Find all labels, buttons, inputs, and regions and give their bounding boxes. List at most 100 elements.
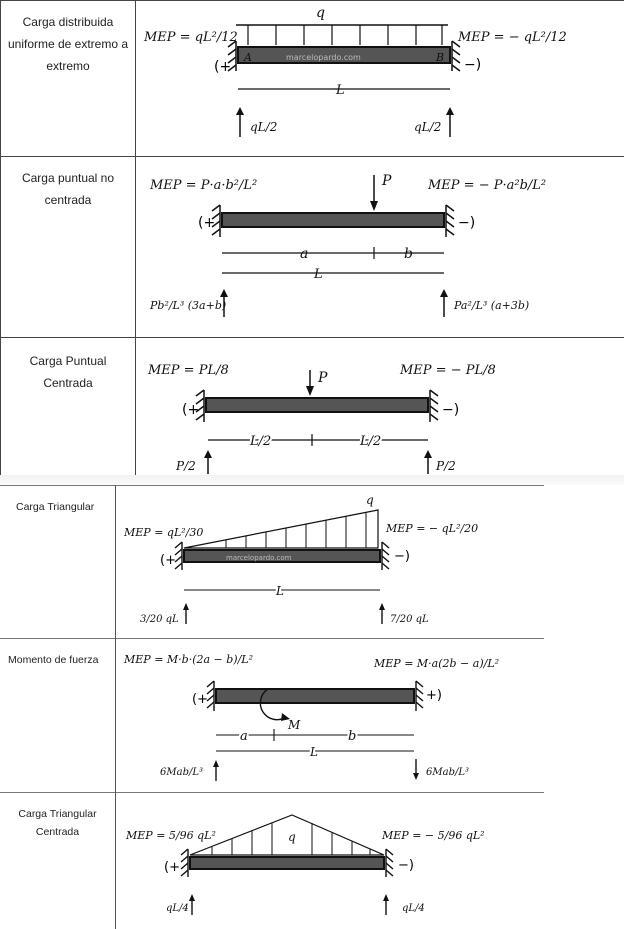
segment-a-label: a	[300, 246, 308, 262]
reaction-left-label: 3/20 qL	[140, 614, 179, 625]
triangular-load-arrows	[226, 512, 366, 548]
right-fixed-support	[416, 681, 423, 711]
triangular-load-outline	[184, 510, 378, 548]
reaction-right-label: 7/20 qL	[390, 614, 429, 625]
load-label: q	[288, 830, 296, 844]
case-label-cell: Momento de fuerza	[0, 639, 116, 793]
table-row: Carga Triangular Centrada MEP = 5/96 qL²…	[0, 793, 544, 929]
moment-plus-sign: (+	[160, 553, 176, 568]
mep-left-label: MEP = PL/8	[147, 363, 229, 378]
load-label: P	[317, 370, 328, 386]
moment-minus-sign: −)	[394, 549, 410, 564]
watermark: marcelopardo.com	[226, 554, 292, 562]
case-label-cell: Carga Puntual Centrada	[1, 338, 136, 485]
beam-cases-table-top: Carga distribuida uniforme de extremo a …	[0, 0, 624, 485]
load-label: q	[316, 5, 325, 21]
moment-plus-sign: (+	[214, 59, 231, 75]
load-label: P	[381, 173, 392, 189]
span-label: L	[275, 584, 284, 598]
mep-right-label: MEP = − qL²/12	[457, 30, 567, 45]
half-span-right-label: L/2	[359, 434, 381, 449]
moment-minus-sign: −)	[464, 57, 481, 73]
moment-plus-sign: (+	[164, 860, 180, 875]
moment-plus-sign: (+	[192, 692, 208, 707]
mep-left-label: MEP = M·b·(2a − b)/L²	[123, 653, 253, 666]
table-row: Carga puntual no centrada MEP = P·a·b²/L…	[1, 157, 624, 338]
point-load-offcenter-diagram: MEP = P·a·b²/L² MEP = − P·a²b/L² P (+ −	[136, 157, 624, 332]
reaction-right-label: P/2	[435, 459, 456, 473]
mep-right-label: MEP = − 5/96 qL²	[381, 829, 485, 842]
right-fixed-support	[430, 390, 438, 422]
moment-label: M	[287, 718, 301, 732]
reaction-right-label: qL/4	[402, 903, 425, 914]
segment-b-label: b	[404, 246, 413, 262]
mep-left-label: MEP = 5/96 qL²	[125, 829, 216, 842]
beam	[222, 213, 444, 227]
case-label: Momento de fuerza	[0, 639, 115, 669]
reaction-left-label: 6Mab/L³	[160, 767, 203, 778]
reaction-right-label: 6Mab/L³	[426, 767, 469, 778]
diagram-cell: MEP = PL/8 MEP = − PL/8 P (+ −)	[136, 338, 624, 485]
distributed-load-arrows	[248, 25, 442, 45]
mep-right-label: MEP = − PL/8	[399, 363, 496, 378]
bottom-table-panel: Carga Triangular MEP = qL²/30 MEP = − qL…	[0, 485, 544, 918]
span-label: L	[313, 267, 323, 282]
left-fixed-support	[181, 849, 188, 877]
beam	[206, 398, 428, 412]
segment-b-label: b	[348, 729, 356, 744]
reaction-right-label: qL/2	[414, 120, 441, 134]
mep-right-label: MEP = − qL²/20	[385, 522, 478, 535]
case-label: Carga Triangular Centrada	[0, 793, 115, 841]
moment-plus-sign: (+	[198, 215, 215, 231]
right-fixed-support	[382, 542, 389, 570]
mep-right-label: MEP = M·a(2b − a)/L²	[373, 657, 499, 670]
triangular-load-diagram: MEP = qL²/30 MEP = − qL²/20 q marcelopar…	[116, 486, 544, 633]
case-label: Carga distribuida uniforme de extremo a …	[1, 1, 135, 77]
left-fixed-support	[207, 681, 214, 711]
moment-minus-sign: −)	[442, 402, 459, 418]
reaction-left-label: qL/2	[250, 120, 277, 134]
case-label-cell: Carga Triangular	[0, 486, 116, 639]
right-fixed-support	[446, 205, 454, 237]
mep-left-label: MEP = qL²/12	[143, 30, 238, 45]
moment-minus-sign: −)	[398, 858, 414, 873]
reaction-left-label: Pb²/L³ (3a+b)	[149, 299, 226, 312]
table-row: Carga Triangular MEP = qL²/30 MEP = − qL…	[0, 486, 544, 639]
reaction-left-label: P/2	[175, 459, 196, 473]
span-label: L	[335, 83, 345, 98]
top-table-panel: Carga distribuida uniforme de extremo a …	[0, 0, 624, 475]
segment-a-label: a	[240, 729, 248, 744]
node-b-label: B	[435, 51, 444, 64]
moment-plus-sign-right: +)	[426, 688, 442, 703]
case-label: Carga Triangular	[0, 486, 115, 516]
diagram-cell: MEP = M·b·(2a − b)/L² MEP = M·a(2b − a)/…	[116, 639, 545, 793]
triangular-load-outline	[190, 815, 384, 855]
table-row: Carga distribuida uniforme de extremo a …	[1, 1, 624, 157]
beam	[190, 857, 384, 869]
mep-left-label: MEP = P·a·b²/L²	[149, 178, 257, 193]
node-a-label: A	[243, 51, 252, 64]
case-label-cell: Carga distribuida uniforme de extremo a …	[1, 1, 136, 157]
table-row: Momento de fuerza MEP = M·b·(2a − b)/L² …	[0, 639, 544, 793]
watermark: marcelopardo.com	[286, 53, 361, 62]
reaction-right-label: Pa²/L³ (a+3b)	[453, 299, 529, 312]
left-fixed-support	[175, 542, 182, 570]
diagram-cell: MEP = 5/96 qL² MEP = − 5/96 qL² q	[116, 793, 545, 929]
uniform-load-diagram: MEP = qL²/12 MEP = − qL²/12 q marcelopar…	[136, 1, 624, 151]
diagram-cell: MEP = qL²/30 MEP = − qL²/20 q marcelopar…	[116, 486, 545, 639]
span-label: L	[309, 745, 318, 759]
moment-plus-sign: (+	[182, 402, 199, 418]
case-label-cell: Carga puntual no centrada	[1, 157, 136, 338]
case-label-cell: Carga Triangular Centrada	[0, 793, 116, 929]
diagram-cell: MEP = P·a·b²/L² MEP = − P·a²b/L² P (+ −	[136, 157, 624, 338]
mep-left-label: MEP = qL²/30	[123, 526, 203, 539]
half-span-left-label: L/2	[249, 434, 271, 449]
diagram-cell: MEP = qL²/12 MEP = − qL²/12 q marcelopar…	[136, 1, 624, 157]
moment-minus-sign: −)	[458, 215, 475, 231]
point-moment-diagram: MEP = M·b·(2a − b)/L² MEP = M·a(2b − a)/…	[116, 639, 544, 787]
case-label: Carga Puntual Centrada	[1, 338, 135, 394]
table-row: Carga Puntual Centrada MEP = PL/8 MEP = …	[1, 338, 624, 485]
point-load-centered-diagram: MEP = PL/8 MEP = − PL/8 P (+ −)	[136, 338, 624, 479]
centered-triangular-load-diagram: MEP = 5/96 qL² MEP = − 5/96 qL² q	[116, 793, 544, 924]
section-gap	[0, 475, 624, 485]
